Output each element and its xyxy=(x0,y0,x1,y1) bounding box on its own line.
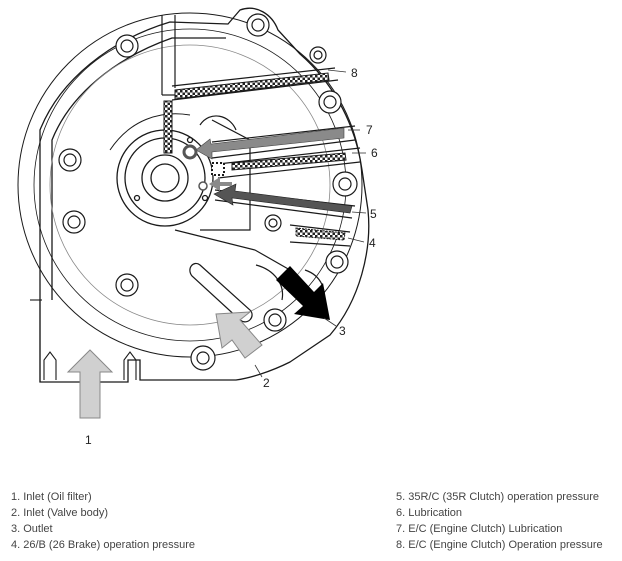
legend-item-ec-operation-pressure: 8. E/C (Engine Clutch) Operation pressur… xyxy=(396,539,603,551)
callout-2: 2 xyxy=(263,376,270,390)
central-hub xyxy=(109,113,214,227)
hatched-passages xyxy=(163,72,347,241)
inlet-valve-body-arrow xyxy=(215,311,263,359)
pump-housing xyxy=(17,7,370,383)
leader-lines xyxy=(254,69,367,378)
legend-item-inlet-oil-filter: 1. Inlet (Oil filter) xyxy=(11,491,92,503)
ec-lubrication-arrow xyxy=(195,127,345,160)
legend-item-35rc-pressure: 5. 35R/C (35R Clutch) operation pressure xyxy=(396,491,599,503)
bolt-holes xyxy=(58,13,358,371)
legend-left: 1. Inlet (Oil filter) 2. Inlet (Valve bo… xyxy=(11,489,195,553)
legend-item-ec-lubrication: 7. E/C (Engine Clutch) Lubrication xyxy=(396,523,563,535)
callout-8: 8 xyxy=(351,66,358,80)
outlet-arrow xyxy=(276,266,330,320)
legend-item-outlet: 3. Outlet xyxy=(11,523,53,535)
callout-3: 3 xyxy=(339,324,346,338)
legend-item-lubrication: 6. Lubrication xyxy=(396,507,463,519)
callout-5: 5 xyxy=(370,207,377,221)
flow-arrows xyxy=(66,127,353,419)
legend-right: 5. 35R/C (35R Clutch) operation pressure… xyxy=(396,489,603,553)
callout-6: 6 xyxy=(371,146,378,160)
pressure-35rc-arrow xyxy=(213,183,353,214)
legend-item-inlet-valve-body: 2. Inlet (Valve body) xyxy=(11,507,109,519)
mounting-lugs xyxy=(30,299,137,382)
callout-1: 1 xyxy=(85,433,92,447)
inlet-oil-filter-arrow xyxy=(66,349,114,419)
pump-cross-section-diagram xyxy=(17,7,370,419)
legend-item-26b-pressure: 4. 26/B (26 Brake) operation pressure xyxy=(11,539,196,551)
callout-4: 4 xyxy=(369,236,376,250)
callout-7: 7 xyxy=(366,123,373,137)
lubrication-arrow xyxy=(209,177,232,191)
oil-channels xyxy=(161,15,361,247)
